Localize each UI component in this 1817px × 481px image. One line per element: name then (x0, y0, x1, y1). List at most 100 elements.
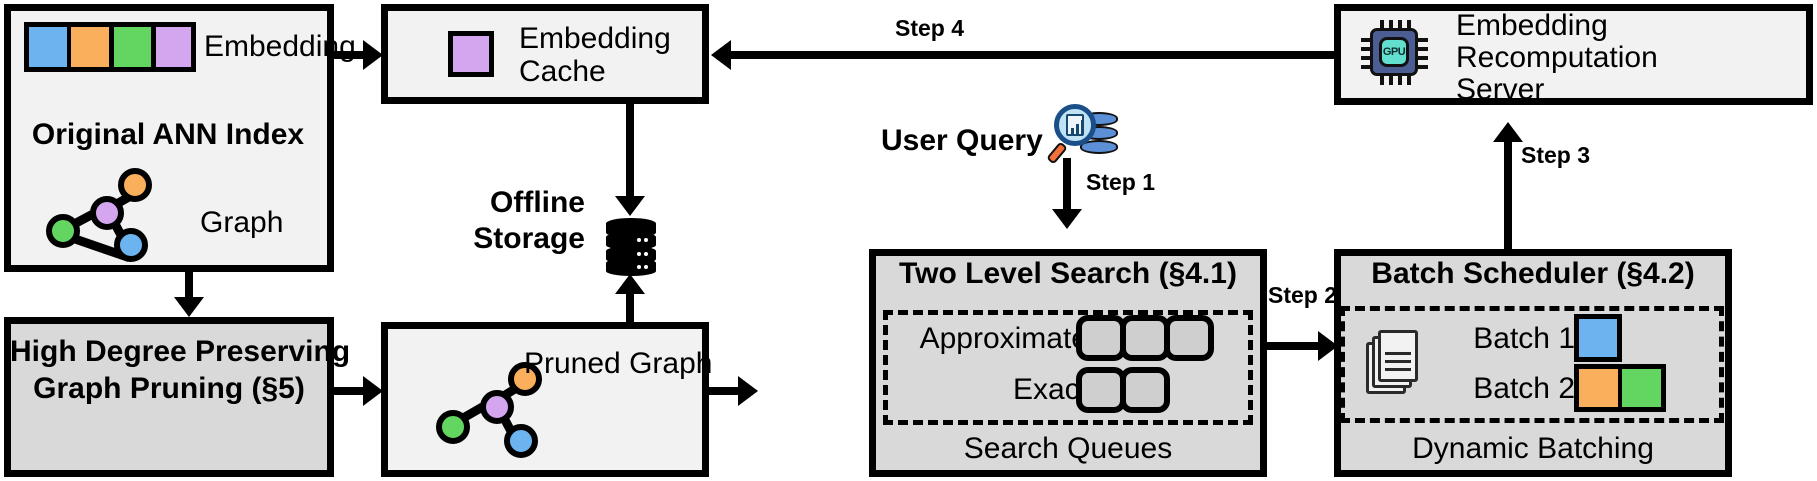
document-sheet (1378, 330, 1418, 382)
cylinder-band (606, 258, 656, 276)
graph-node-green (46, 214, 80, 248)
step-2-label: Step 2 (1268, 282, 1338, 308)
step-3-label: Step 3 (1521, 142, 1591, 168)
offline-storage-label-line2: Storage (473, 222, 585, 255)
document-text-line (1385, 368, 1411, 371)
gpu-pin (1417, 47, 1428, 51)
arrow-index-to-pruning-head (174, 297, 204, 317)
embedding-chip-row (24, 22, 196, 72)
search-queues-dashed-region (883, 310, 1253, 425)
graph-node-blue (114, 228, 148, 262)
gpu-pin (1389, 20, 1393, 31)
embedding-cache-title-line2: Cache (519, 55, 606, 88)
approximate-queue-slot (1120, 315, 1170, 361)
gpu-pin (1380, 74, 1384, 85)
arrow-index-to-cache-line (334, 51, 370, 59)
graph-pruning-box (4, 317, 334, 477)
chip-divider (151, 27, 157, 67)
arrow-step3-head (1493, 122, 1523, 142)
arrow-pruned-to-storage-line (626, 292, 634, 324)
two-level-search-box (869, 249, 1267, 477)
graph-pruning-title-line1: High Degree Preserving (10, 335, 351, 368)
embedding-chip-blue (29, 27, 67, 67)
embedding-chip-orange (71, 27, 110, 67)
arrow-index-to-cache-head (363, 40, 383, 70)
arrow-cache-to-storage-head (615, 196, 645, 216)
arrow-index-to-pruning-line (185, 272, 193, 300)
database-cylinder-icon (606, 218, 656, 276)
recomputation-server-line3: Server (1456, 73, 1545, 106)
graph-node-orange (118, 168, 152, 202)
arrow-pruned-to-storage-head (615, 274, 645, 294)
exact-queue-slot (1076, 367, 1126, 413)
gpu-pin (1361, 47, 1372, 51)
batch-2-label: Batch 2 (1473, 372, 1575, 405)
cylinder-dot (644, 238, 648, 242)
graph-node-orange (508, 362, 542, 396)
chip-divider (66, 27, 72, 67)
arrow-pruning-to-pruned-head (363, 376, 383, 406)
gpu-pin (1398, 74, 1402, 85)
graph-node-blue (504, 424, 538, 458)
user-query-label: User Query (881, 124, 1043, 157)
gpu-pin (1417, 65, 1428, 69)
gpu-icon: GPU (1358, 16, 1430, 88)
gpu-core-label: GPU (1379, 37, 1409, 67)
arrow-pruning-to-pruned-line (334, 387, 370, 395)
graph-pruning-title-line2: Graph Pruning (§5) (33, 372, 305, 405)
offline-storage-label-line1: Offline (490, 186, 585, 219)
approximate-queue-slot (1076, 315, 1126, 361)
gpu-pin (1361, 38, 1372, 42)
dynamic-batching-dashed-region (1340, 306, 1724, 423)
cylinder-dot (644, 265, 648, 269)
embedding-chip-green (113, 27, 152, 67)
batch-2-chip-orange (1579, 369, 1618, 407)
embedding-chip-purple (156, 27, 192, 67)
pruned-graph-box (381, 322, 709, 477)
document-text-line (1385, 352, 1411, 355)
cylinder-dot (644, 252, 648, 256)
arrow-step1-head (1052, 209, 1082, 229)
embedding-cache-title-line1: Embedding (519, 22, 671, 55)
step-1-label: Step 1 (1086, 169, 1156, 195)
gpu-pin (1380, 20, 1384, 31)
gpu-pin (1407, 20, 1411, 31)
cylinder-dot (637, 265, 641, 269)
arrow-step2-line (1267, 342, 1325, 350)
arrow-step3-line (1504, 136, 1512, 249)
graph-node-purple (480, 390, 514, 424)
embedding-cache-chip (448, 31, 494, 77)
arrow-pruned-to-search-head (738, 376, 758, 406)
gpu-pin (1389, 74, 1393, 85)
arrow-pruned-to-search-line (709, 387, 745, 395)
batch-1-label: Batch 1 (1473, 322, 1575, 355)
gpu-pin (1361, 65, 1372, 69)
gpu-pin (1417, 56, 1428, 60)
arrow-step4-line (729, 51, 1334, 59)
exact-queue-slot (1120, 367, 1170, 413)
exact-label: Exact (1012, 373, 1088, 406)
chip-divider (109, 27, 114, 67)
recomputation-server-line1: Embedding (1456, 9, 1608, 42)
dynamic-batching-footer: Dynamic Batching (1412, 432, 1654, 465)
original-ann-index-title: Original ANN Index (31, 118, 305, 151)
batch-2-chip-green (1622, 369, 1661, 407)
gpu-pin (1417, 38, 1428, 42)
search-queues-footer: Search Queues (963, 432, 1173, 465)
query-doc-bar (1076, 124, 1079, 134)
documents-icon (1366, 328, 1424, 400)
recomputation-server-line2: Recomputation (1456, 41, 1658, 74)
cylinder-dot (637, 252, 641, 256)
chip-divider (1618, 369, 1622, 407)
arrow-step1-line (1063, 158, 1071, 213)
graph-node-purple (90, 196, 124, 230)
arrow-step4-head (711, 40, 731, 70)
gpu-pin (1361, 56, 1372, 60)
graph-node-green (436, 410, 470, 444)
query-doc-bar (1071, 128, 1074, 134)
gpu-pin (1407, 74, 1411, 85)
batch-scheduler-title: Batch Scheduler (§4.2) (1371, 257, 1695, 290)
arrow-step2-head (1318, 331, 1338, 361)
query-doc-bar (1081, 120, 1084, 134)
